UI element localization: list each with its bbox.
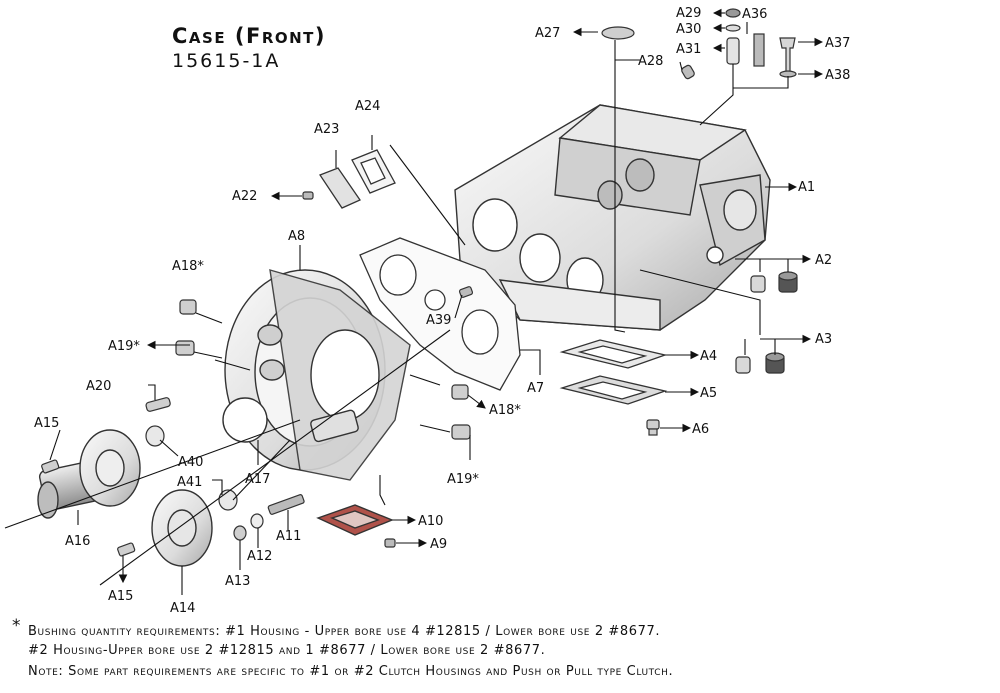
label-a27: A27 <box>535 26 560 41</box>
label-a18-right: A18* <box>489 403 521 418</box>
label-a19-right: A19* <box>447 472 479 487</box>
label-a17: A17 <box>245 472 270 487</box>
stud-a31 <box>726 37 740 65</box>
gasket-a5 <box>559 375 668 405</box>
label-a18-left: A18* <box>172 259 204 274</box>
bearing-retainer-a16 <box>37 429 141 519</box>
washer-a30 <box>725 24 741 32</box>
footnote-line-2: #2 Housing-Upper bore use 2 #12815 and 1… <box>28 643 546 658</box>
small-hardware <box>41 299 471 557</box>
cover-a23 <box>319 167 361 209</box>
label-a9: A9 <box>430 537 447 552</box>
label-a7: A7 <box>527 381 544 396</box>
label-a28: A28 <box>638 54 663 69</box>
label-a2: A2 <box>815 253 832 268</box>
top-parts <box>601 8 797 80</box>
label-a16: A16 <box>65 534 90 549</box>
label-a37: A37 <box>825 36 850 51</box>
bolt-a15-bottom <box>117 542 136 557</box>
bushing-a19-right <box>451 424 471 440</box>
nut-a29 <box>725 8 741 18</box>
label-a10: A10 <box>418 514 443 529</box>
label-a40: A40 <box>178 455 203 470</box>
bolt-a20 <box>145 397 171 412</box>
label-a23: A23 <box>314 122 339 137</box>
bushings-a3 <box>735 352 785 374</box>
washer-a12 <box>250 513 264 529</box>
label-a8: A8 <box>288 229 305 244</box>
bolt-a22 <box>302 191 314 200</box>
bolt-a9 <box>384 538 396 548</box>
part-labels: A1 A2 A3 A4 A5 A6 A7 A8 A9 A10 A11 A12 A… <box>34 6 850 616</box>
stud-a11 <box>267 494 305 515</box>
bolt-a15-top <box>41 459 60 474</box>
bushing-a18-left <box>179 299 197 315</box>
label-a13: A13 <box>225 574 250 589</box>
part-number: 15615-1A <box>172 50 281 72</box>
label-a19-left: A19* <box>108 339 140 354</box>
label-a24: A24 <box>355 99 380 114</box>
assembly-center-lines <box>4 40 761 586</box>
footnote-asterisk: * <box>12 616 21 636</box>
stud-a36 <box>753 33 765 67</box>
footnote-line-1: Bushing quantity requirements: #1 Housin… <box>28 624 661 639</box>
label-a14: A14 <box>170 601 195 616</box>
label-a29: A29 <box>676 6 701 21</box>
label-a12: A12 <box>247 549 272 564</box>
gasket-a24 <box>351 149 396 194</box>
stud-a39 <box>458 286 474 298</box>
seal-a40 <box>145 425 165 447</box>
diagram-title: Case (Front) <box>172 24 327 48</box>
label-a4: A4 <box>700 349 717 364</box>
bushings-a2 <box>750 271 798 293</box>
label-a22: A22 <box>232 189 257 204</box>
footnote-line-3: Note: Some part requirements are specifi… <box>28 664 674 679</box>
set-screw-a28 <box>681 64 695 80</box>
nut-a13 <box>233 525 247 541</box>
label-a39: A39 <box>426 313 451 328</box>
label-a3: A3 <box>815 332 832 347</box>
bearing-retainer-a14 <box>151 489 213 567</box>
inspection-cover-a10 <box>316 504 394 536</box>
bushing-a19-left <box>175 340 195 356</box>
clutch-housing <box>222 269 411 481</box>
gasket-a4 <box>559 339 668 369</box>
label-a41: A41 <box>177 475 202 490</box>
label-a36: A36 <box>742 7 767 22</box>
label-a15-bottom: A15 <box>108 589 133 604</box>
label-a1: A1 <box>798 180 815 195</box>
label-a6: A6 <box>692 422 709 437</box>
drain-plug-a6 <box>646 419 660 436</box>
label-a11: A11 <box>276 529 301 544</box>
label-a20: A20 <box>86 379 111 394</box>
leader-lines <box>49 8 824 595</box>
label-a30: A30 <box>676 22 701 37</box>
label-a5: A5 <box>700 386 717 401</box>
label-a38: A38 <box>825 68 850 83</box>
plug-a27 <box>601 26 635 40</box>
gasket-a7 <box>359 237 521 391</box>
bushing-a18-right <box>451 384 469 400</box>
transmission-case <box>454 104 771 331</box>
label-a31: A31 <box>676 42 701 57</box>
bolt-a37 <box>779 37 796 73</box>
label-a15-top: A15 <box>34 416 59 431</box>
